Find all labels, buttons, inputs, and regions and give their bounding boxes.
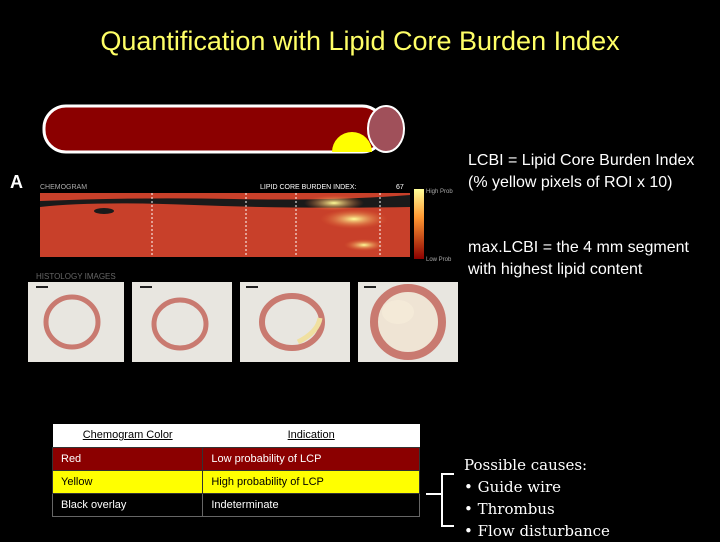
panel-letter: A [10,172,23,192]
legend-color-cell: Yellow [51,470,204,494]
histology-image-1 [28,282,124,362]
cause-item: • Thrombus [464,500,555,518]
legend-color-cell: Black overlay [51,493,204,517]
legend-row-black: Black overlay Indeterminate [51,493,420,517]
legend-row-yellow: Yellow High probability of LCP [51,470,420,494]
histology-label: HISTOLOGY IMAGES [36,272,116,281]
chemogram-label: CHEMOGRAM [40,184,87,191]
header-chemogram-color: Chemogram Color [52,424,203,446]
vessel-illustration [42,104,405,154]
chemogram-legend-table: Chemogram Color Indication Red Low proba… [51,424,420,517]
scale-low-label: Low Prob [426,257,452,263]
lcbi-label: LIPID CORE BURDEN INDEX: [260,184,357,191]
vessel-opening [367,105,405,153]
legend-indication-cell: Low probability of LCP [202,447,420,471]
header-indication: Indication [202,424,420,446]
cause-item: • Guide wire [464,478,561,496]
legend-color-cell: Red [51,447,204,471]
histology-images [28,282,458,362]
chemogram-panel: CHEMOGRAM LIPID CORE BURDEN INDEX: 67 90… [34,175,464,265]
maxlcbi-definition: max.LCBI = the 4 mm segment with highest… [468,239,689,278]
slide-title: Quantification with Lipid Core Burden In… [100,26,620,56]
legend-indication-cell: Indeterminate [202,493,420,517]
probability-scale [414,189,424,259]
cause-item: • Flow disturbance [464,522,610,540]
legend-row-red: Red Low probability of LCP [51,447,420,471]
lipid-core-marker [332,132,372,152]
lipid-signal [304,195,364,211]
bracket-connector [426,473,454,527]
lcbi-value: 67 [396,184,404,191]
scale-high-label: High Prob [426,189,453,195]
legend-indication-cell: High probability of LCP [202,470,420,494]
lcbi-definition: LCBI = Lipid Core Burden Index (% yellow… [468,152,695,191]
causes-heading: Possible causes: [464,456,588,474]
possible-causes: Possible causes: • Guide wire • Thrombus… [464,454,610,542]
